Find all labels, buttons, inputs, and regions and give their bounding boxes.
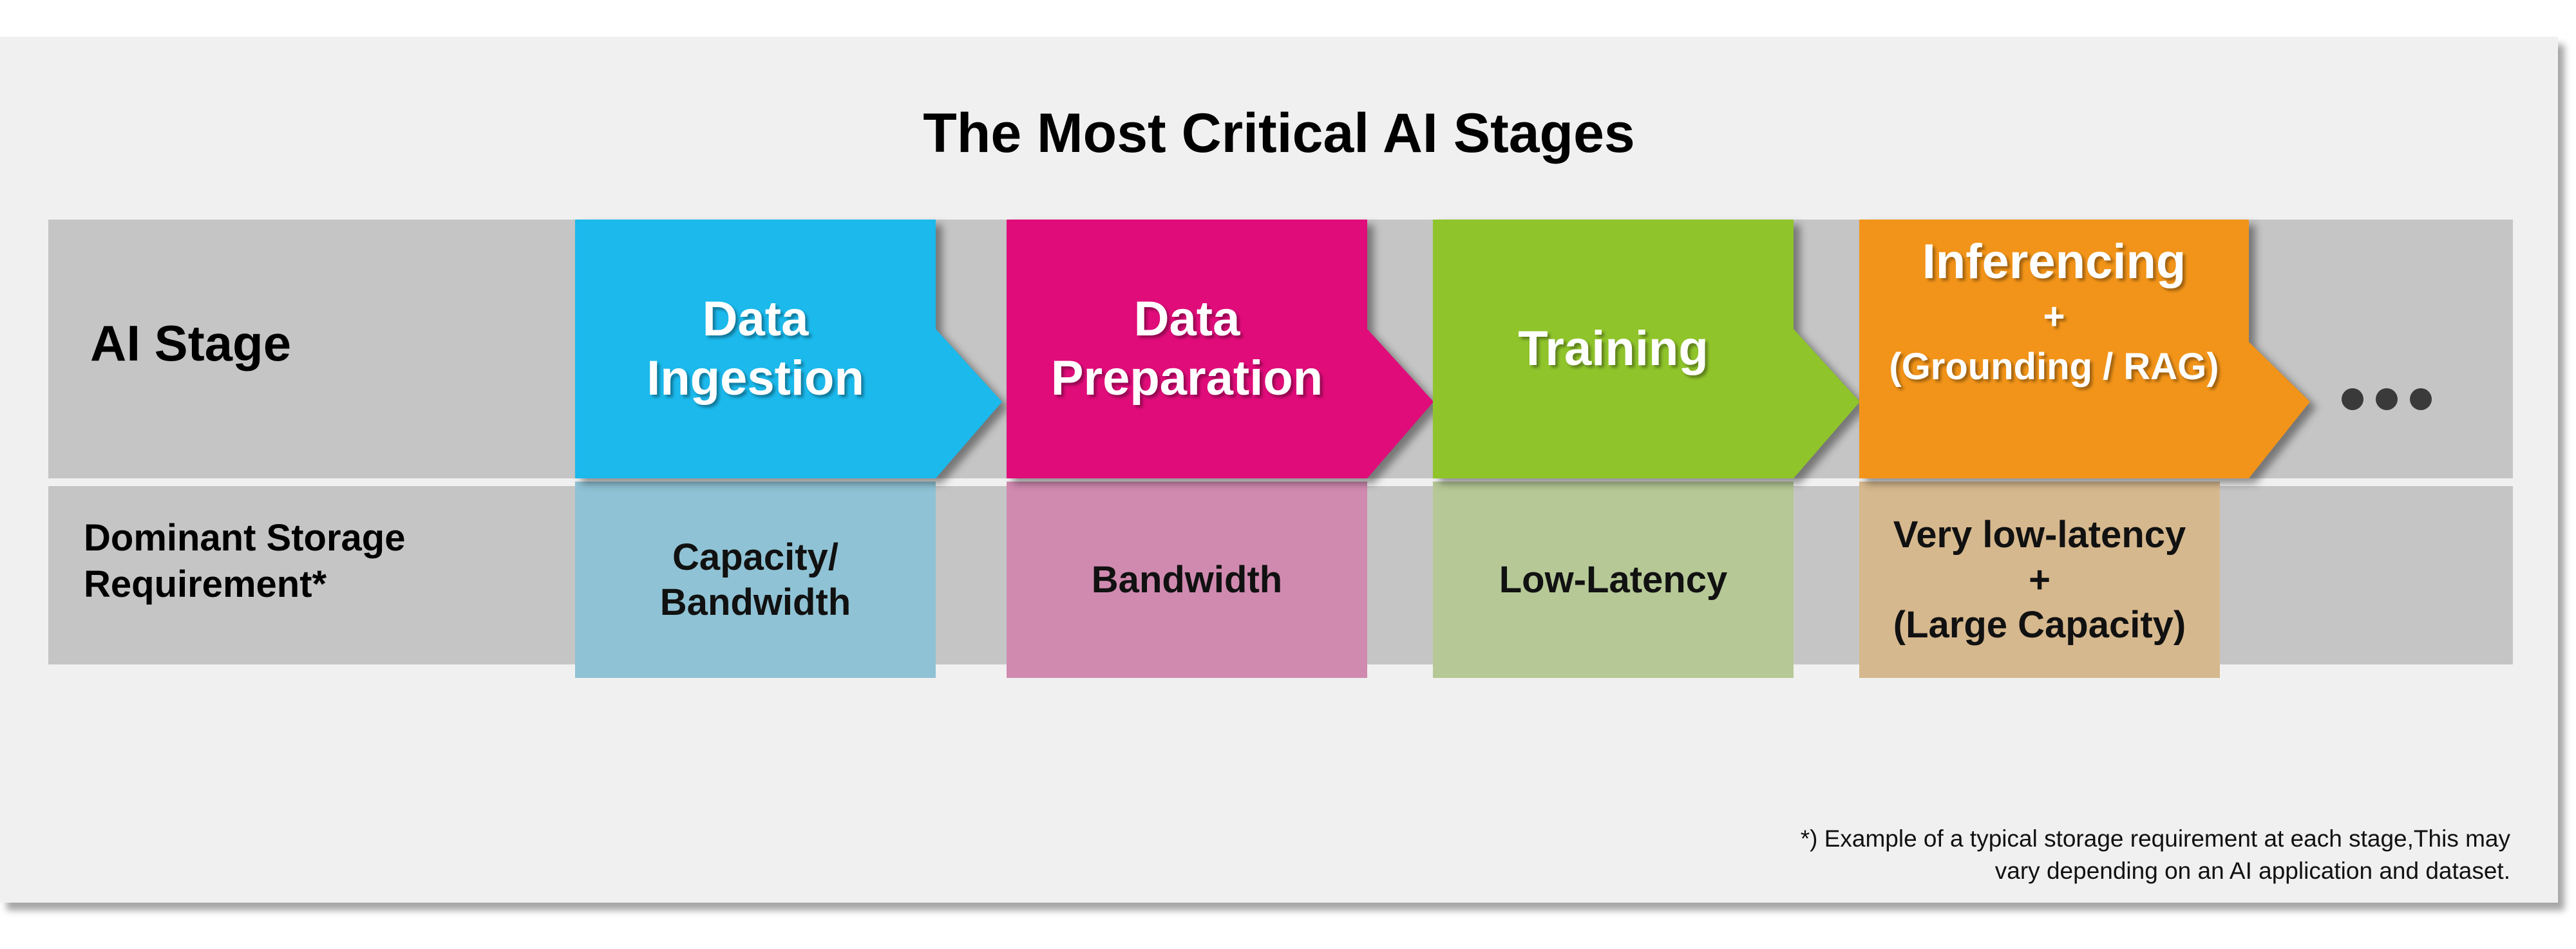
footnote: *) Example of a typical storage requirem… (1673, 823, 2510, 887)
dot (2376, 388, 2398, 410)
diagram-title: The Most Critical AI Stages (923, 102, 1635, 164)
stage-label-line: Training (1518, 321, 1709, 376)
more-stages-ellipsis-icon (2342, 386, 2432, 412)
stage-arrow-data-preparation: Data Preparation (1007, 220, 1434, 478)
stage-label-line: Data (1133, 292, 1240, 346)
requirement-text: Capacity/ (672, 536, 838, 578)
requirement-box-data-preparation: Bandwidth (1007, 482, 1367, 678)
dot (2410, 388, 2432, 410)
stage-label: Data Preparation (1007, 220, 1367, 478)
requirement-text: Low-Latency (1499, 558, 1728, 601)
stage-label: Data Ingestion (575, 220, 936, 478)
stage-label-line: Data (702, 292, 809, 346)
footnote-line1: *) Example of a typical storage requirem… (1800, 825, 2510, 852)
footnote-line2: vary depending on an AI application and … (1994, 858, 2510, 884)
stage-label: Training (1433, 220, 1794, 478)
requirement-text: Bandwidth (659, 581, 851, 623)
dot (2342, 388, 2363, 410)
arrow-shape (575, 220, 1002, 478)
requirement-text: + (2029, 558, 2050, 601)
stage-arrow-training: Training (1433, 220, 1860, 478)
stage-label-line: (Grounding / RAG) (1889, 346, 2219, 388)
stage-label-line: Inferencing (1922, 234, 2186, 289)
arrow-polygon (1859, 220, 2310, 478)
arrow-shape (1859, 220, 2310, 478)
stage-label-line: + (2043, 296, 2065, 337)
ai-stage-label: AI Stage (90, 315, 292, 371)
storage-requirement-label-line1: Dominant Storage (84, 517, 406, 559)
stage-arrow-data-ingestion: Data Ingestion (575, 220, 1002, 478)
arrow-shape (1007, 220, 1434, 478)
stage-arrow-inferencing: Inferencing + (Grounding / RAG) (1859, 220, 2310, 478)
arrow-polygon (1433, 220, 1860, 478)
arrow-shape (1433, 220, 1860, 478)
requirement-text: Very low-latency (1893, 513, 2186, 556)
stage-label-line: Preparation (1050, 351, 1323, 406)
stage-label-line: Ingestion (647, 351, 864, 406)
storage-requirement-label: Dominant Storage Requirement* (84, 515, 406, 608)
arrow-polygon (575, 220, 1002, 478)
requirement-box-data-ingestion: Capacity/ Bandwidth (575, 482, 936, 678)
stage-label: Inferencing + (Grounding / RAG) (1859, 220, 2249, 478)
requirement-box-inferencing: Very low-latency + (Large Capacity) (1859, 482, 2220, 678)
storage-requirement-label-line2: Requirement* (84, 563, 327, 605)
arrow-polygon (1007, 220, 1434, 478)
requirement-text: Bandwidth (1091, 558, 1283, 601)
requirement-box-training: Low-Latency (1433, 482, 1794, 678)
requirement-text: (Large Capacity) (1893, 603, 2186, 646)
